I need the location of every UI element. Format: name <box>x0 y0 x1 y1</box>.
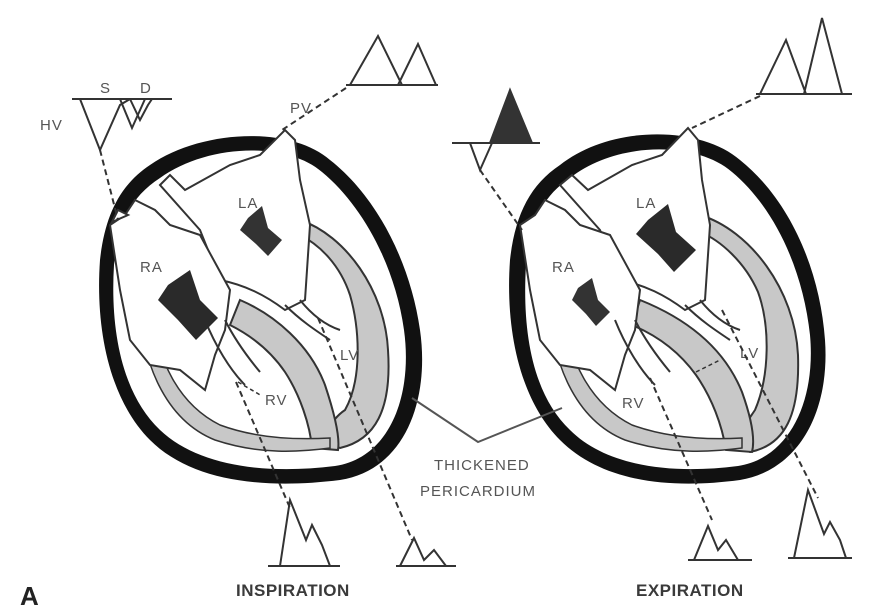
left-ra-label: RA <box>140 259 163 276</box>
left-rv-label: RV <box>265 392 288 409</box>
hv-label: HV <box>40 117 63 134</box>
right-ra-label: RA <box>552 259 575 276</box>
hv-s-label: S <box>100 80 111 97</box>
right-lv-label: LV <box>740 345 759 362</box>
hv-d-label: D <box>140 80 152 97</box>
right-rv-label: RV <box>622 395 645 412</box>
left-lv-label: LV <box>340 347 359 364</box>
pv-label: PV <box>290 100 312 117</box>
right-la-label: LA <box>636 195 656 212</box>
left-la-label: LA <box>238 195 258 212</box>
pericardium-label: PERICARDIUM <box>420 483 536 500</box>
inspiration-caption: INSPIRATION <box>236 581 350 600</box>
expiration-caption: EXPIRATION <box>636 581 744 600</box>
thickened-label: THICKENED <box>434 457 530 474</box>
panel-label: A <box>20 581 39 611</box>
